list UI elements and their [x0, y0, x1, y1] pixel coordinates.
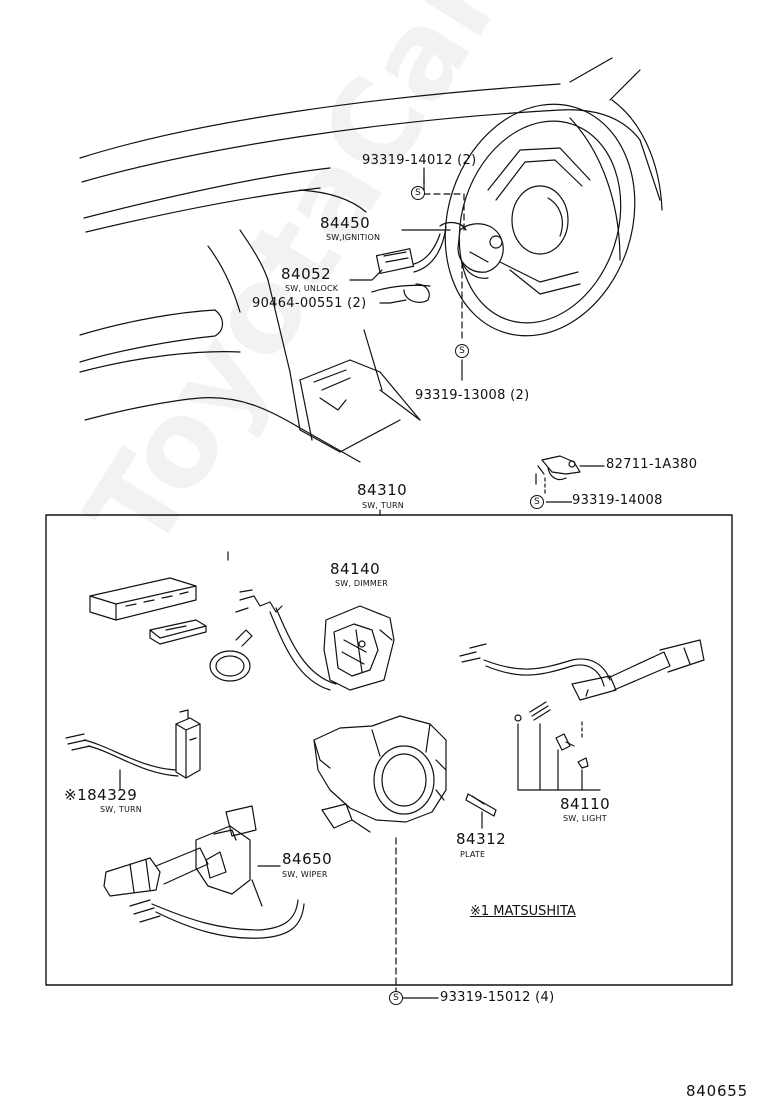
part-desc-84052: SW, UNLOCK	[285, 284, 339, 293]
part-label-84650[interactable]: 84650	[282, 850, 333, 868]
bolt-leader-14008	[546, 501, 572, 503]
part-label-93319-13008[interactable]: 93319-13008 (2)	[415, 388, 530, 403]
part-label-84329[interactable]: ※184329	[64, 786, 138, 804]
lower-leaders	[119, 473, 537, 999]
manufacturer-note: ※1 MATSUSHITA	[470, 904, 576, 919]
part-desc-84310: SW, TURN	[362, 501, 404, 510]
part-label-84450[interactable]: 84450	[320, 214, 371, 232]
part-desc-84329: SW, TURN	[100, 805, 142, 814]
diagram-code: 840655	[685, 1082, 748, 1100]
part-label-93319-15012[interactable]: 93319-15012 (4)	[440, 990, 555, 1005]
bracket-82711	[537, 455, 605, 495]
wire-clamp	[209, 629, 253, 682]
steering-wheel	[444, 103, 636, 337]
combination-switch-body	[313, 715, 447, 833]
part-desc-84140: SW, DIMMER	[335, 579, 389, 588]
part-label-93319-14012[interactable]: 93319-14012 (2)	[362, 153, 477, 168]
connector-housing	[89, 577, 207, 645]
part-label-84110[interactable]: 84110	[560, 795, 611, 813]
part-label-84312[interactable]: 84312	[456, 830, 507, 848]
upper-leader-solid	[349, 167, 463, 381]
column-switches	[371, 221, 504, 303]
bolt-symbol-15012: S	[389, 991, 403, 1005]
part-desc-84450: SW,IGNITION	[326, 233, 381, 242]
part-label-84310[interactable]: 84310	[357, 481, 408, 499]
part-label-84140[interactable]: 84140	[330, 560, 381, 578]
plate-84312-drawing	[465, 793, 497, 829]
bolt-symbol-14012: S	[411, 186, 425, 200]
turn-switch-assembly-box	[45, 514, 733, 986]
dashboard-outline	[79, 57, 663, 463]
bolt-symbol-13008: S	[455, 344, 469, 358]
turn-switch-84329-drawing	[65, 709, 201, 779]
part-label-93319-14008[interactable]: 93319-14008	[572, 493, 663, 508]
wiper-switch-drawing	[103, 805, 305, 939]
part-label-84052[interactable]: 84052	[281, 265, 332, 283]
part-desc-84312: PLATE	[460, 850, 486, 859]
bolt-symbol-14008: S	[530, 495, 544, 509]
part-desc-84650: SW, WIPER	[282, 870, 328, 879]
part-label-82711-1A380[interactable]: 82711-1A380	[606, 457, 698, 472]
part-desc-84110: SW, LIGHT	[563, 814, 607, 823]
upper-leaders	[423, 175, 465, 343]
light-switch-drawing	[459, 639, 705, 791]
dimmer-switch-drawing	[235, 589, 395, 691]
part-label-90464-00551[interactable]: 90464-00551 (2)	[252, 296, 367, 311]
